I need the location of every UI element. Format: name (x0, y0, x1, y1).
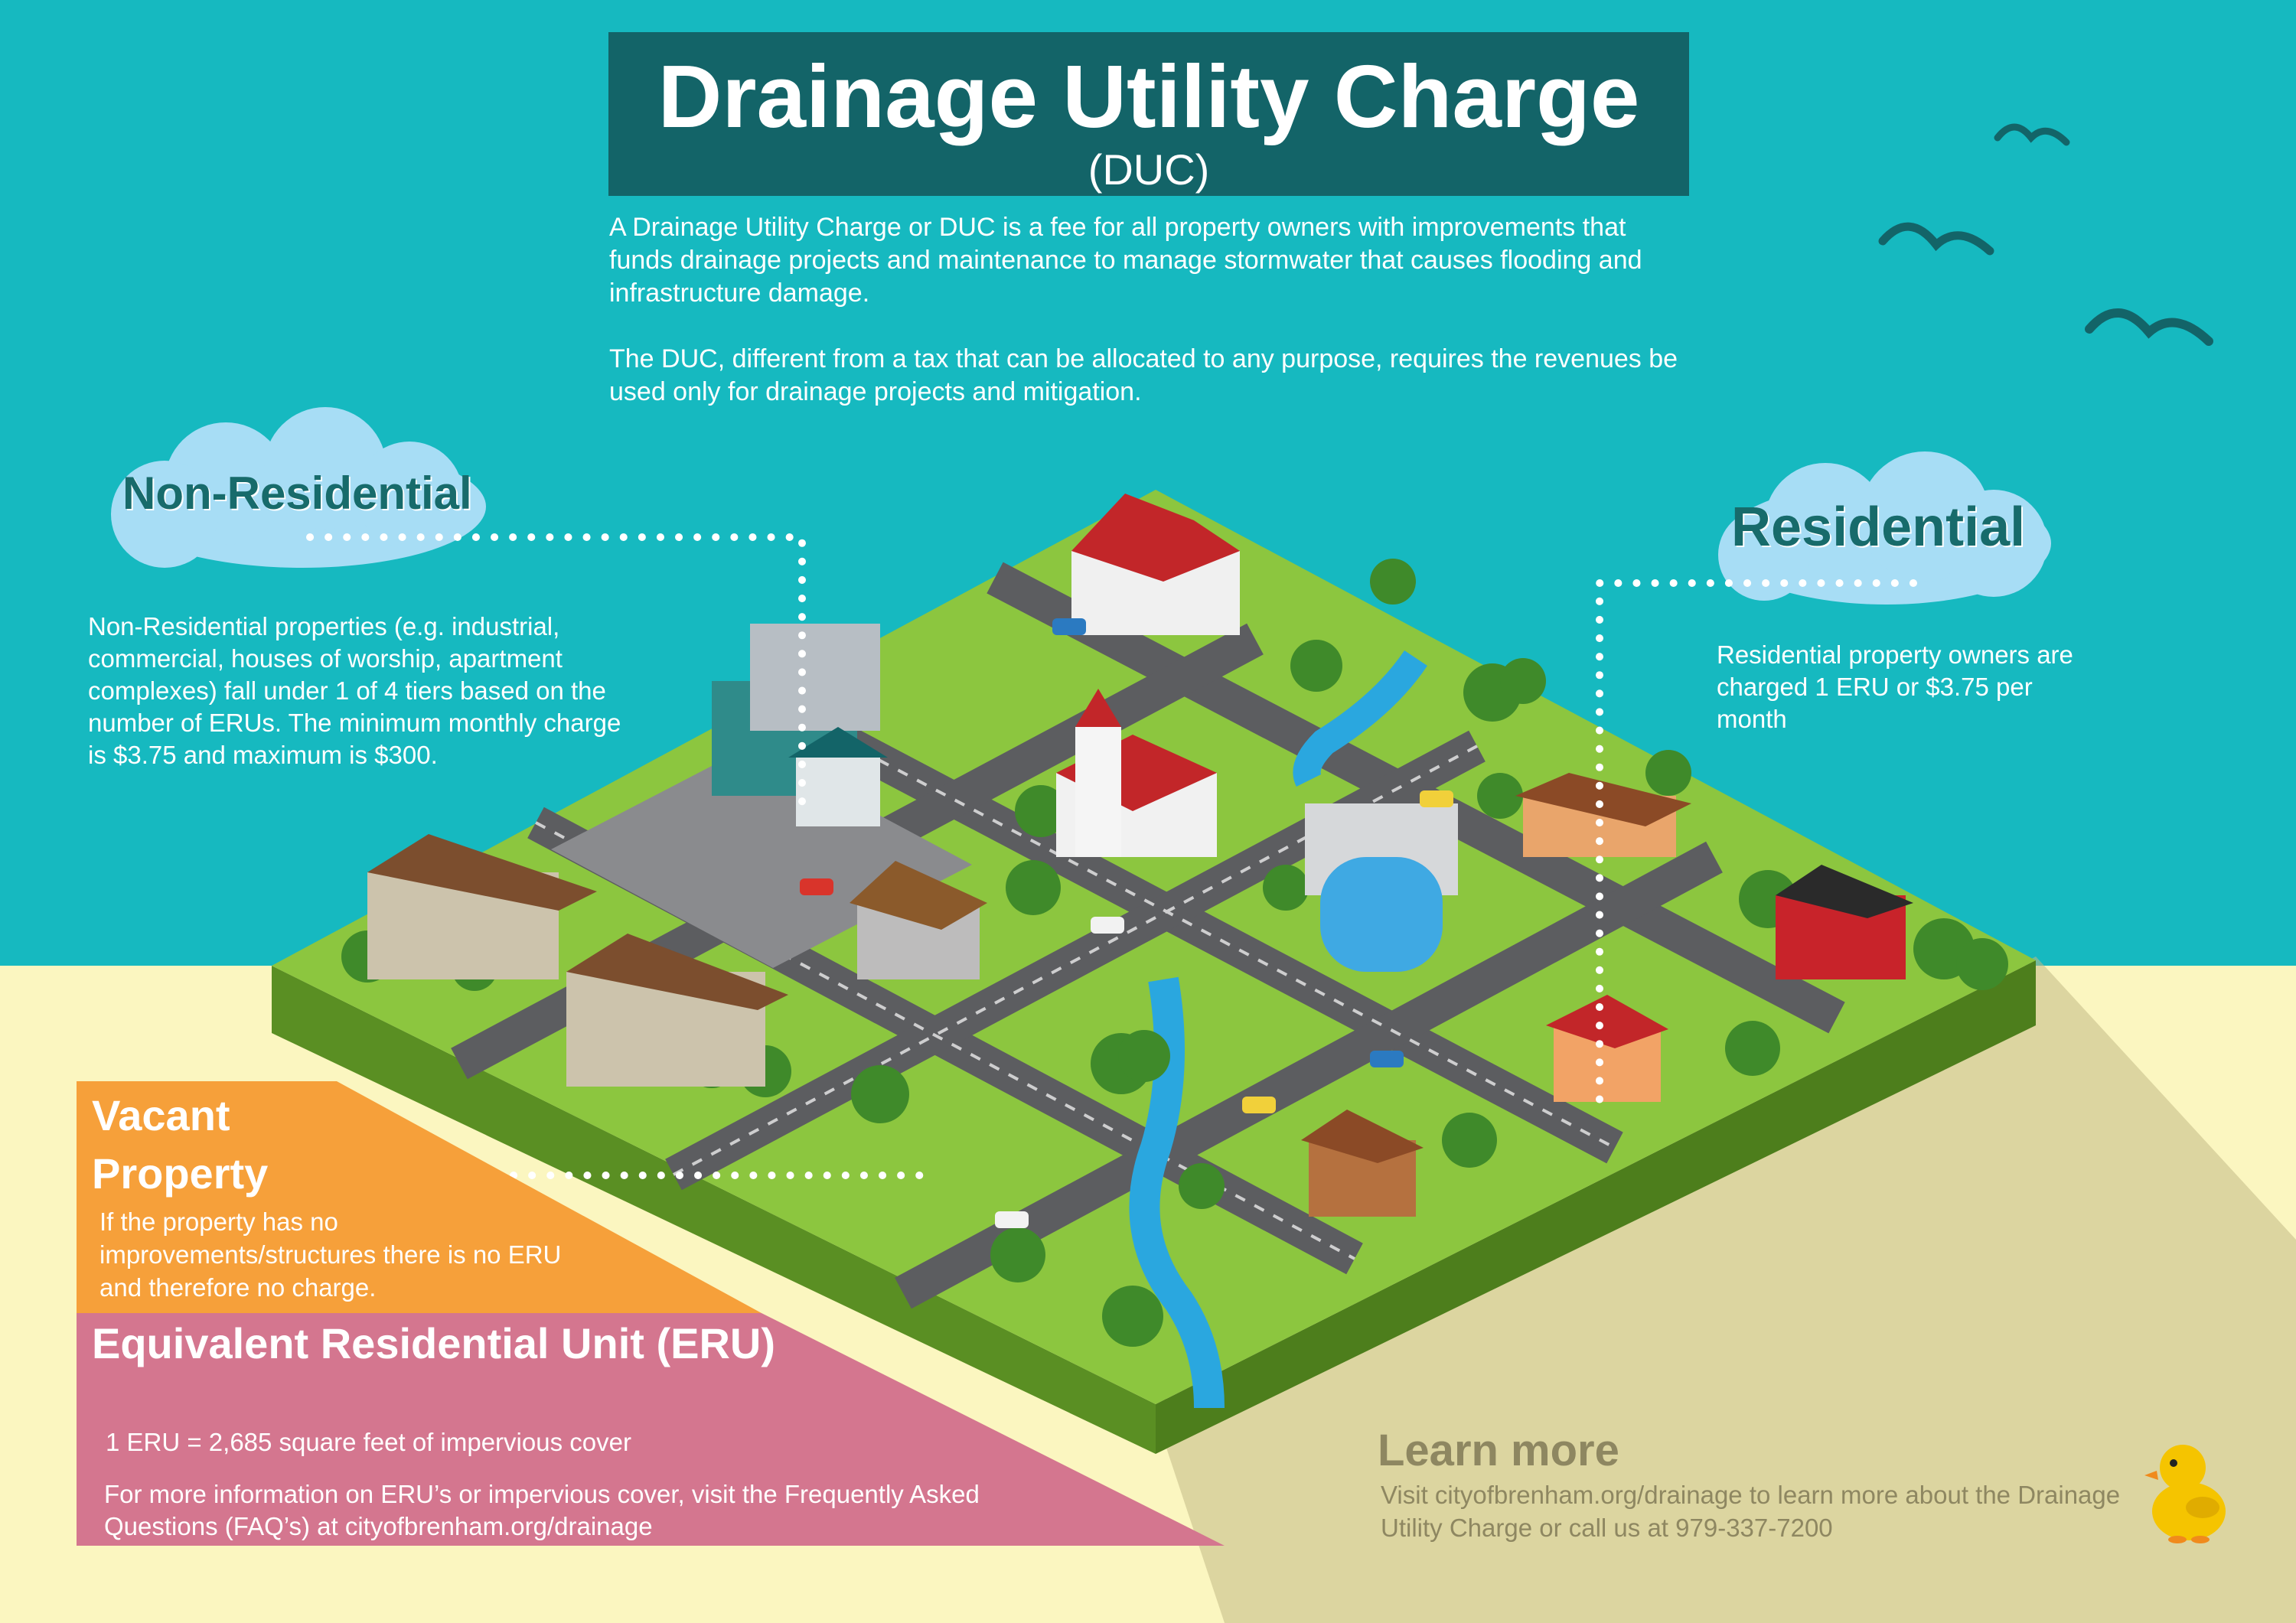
intro-paragraph-1: A Drainage Utility Charge or DUC is a fe… (609, 213, 1642, 308)
non-residential-label: Non-Residential (122, 468, 472, 519)
learn-more-title: Learn more (1378, 1426, 1619, 1475)
creek (1129, 976, 1225, 1409)
cloud-residential (1718, 451, 2051, 605)
bird-icon (1994, 123, 2070, 146)
bird-icon (2085, 308, 2213, 346)
creek-upper (1293, 650, 1427, 787)
title-banner: Drainage Utility Charge (DUC) (608, 32, 1689, 196)
residential-label: Residential (1731, 497, 2026, 558)
cars (800, 618, 1453, 1228)
platform-shadow (1156, 957, 2296, 1623)
vacant-title: Vacant Property (92, 1091, 269, 1198)
non-residential-text: Non-Residential properties (e.g. industr… (88, 612, 621, 769)
duck-mascot-icon (2144, 1445, 2226, 1543)
intro-paragraph-2: The DUC, different from a tax that can b… (609, 344, 1678, 406)
intro-block: A Drainage Utility Charge or DUC is a fe… (609, 211, 1696, 442)
platform-side-right (1156, 960, 2036, 1454)
learn-more-text: Visit cityofbrenham.org/drainage to lear… (1381, 1481, 2121, 1542)
vacant-text: If the property has no improvements/stru… (99, 1207, 562, 1302)
page-title: Drainage Utility Charge (657, 47, 1640, 146)
eru-title: Equivalent Residential Unit (ERU) (92, 1319, 775, 1367)
page-subtitle: (DUC) (1088, 145, 1210, 194)
birds-illustration (1878, 123, 2213, 346)
platform-side-left (272, 966, 1156, 1454)
eru-definition: 1 ERU = 2,685 square feet of impervious … (106, 1428, 631, 1456)
bird-icon (1878, 222, 1994, 256)
eru-more-info: For more information on ERU’s or impervi… (104, 1480, 980, 1540)
buildings (367, 494, 1913, 1217)
residential-text: Residential property owners are charged … (1717, 640, 2073, 733)
cloud-non-residential (111, 407, 486, 568)
